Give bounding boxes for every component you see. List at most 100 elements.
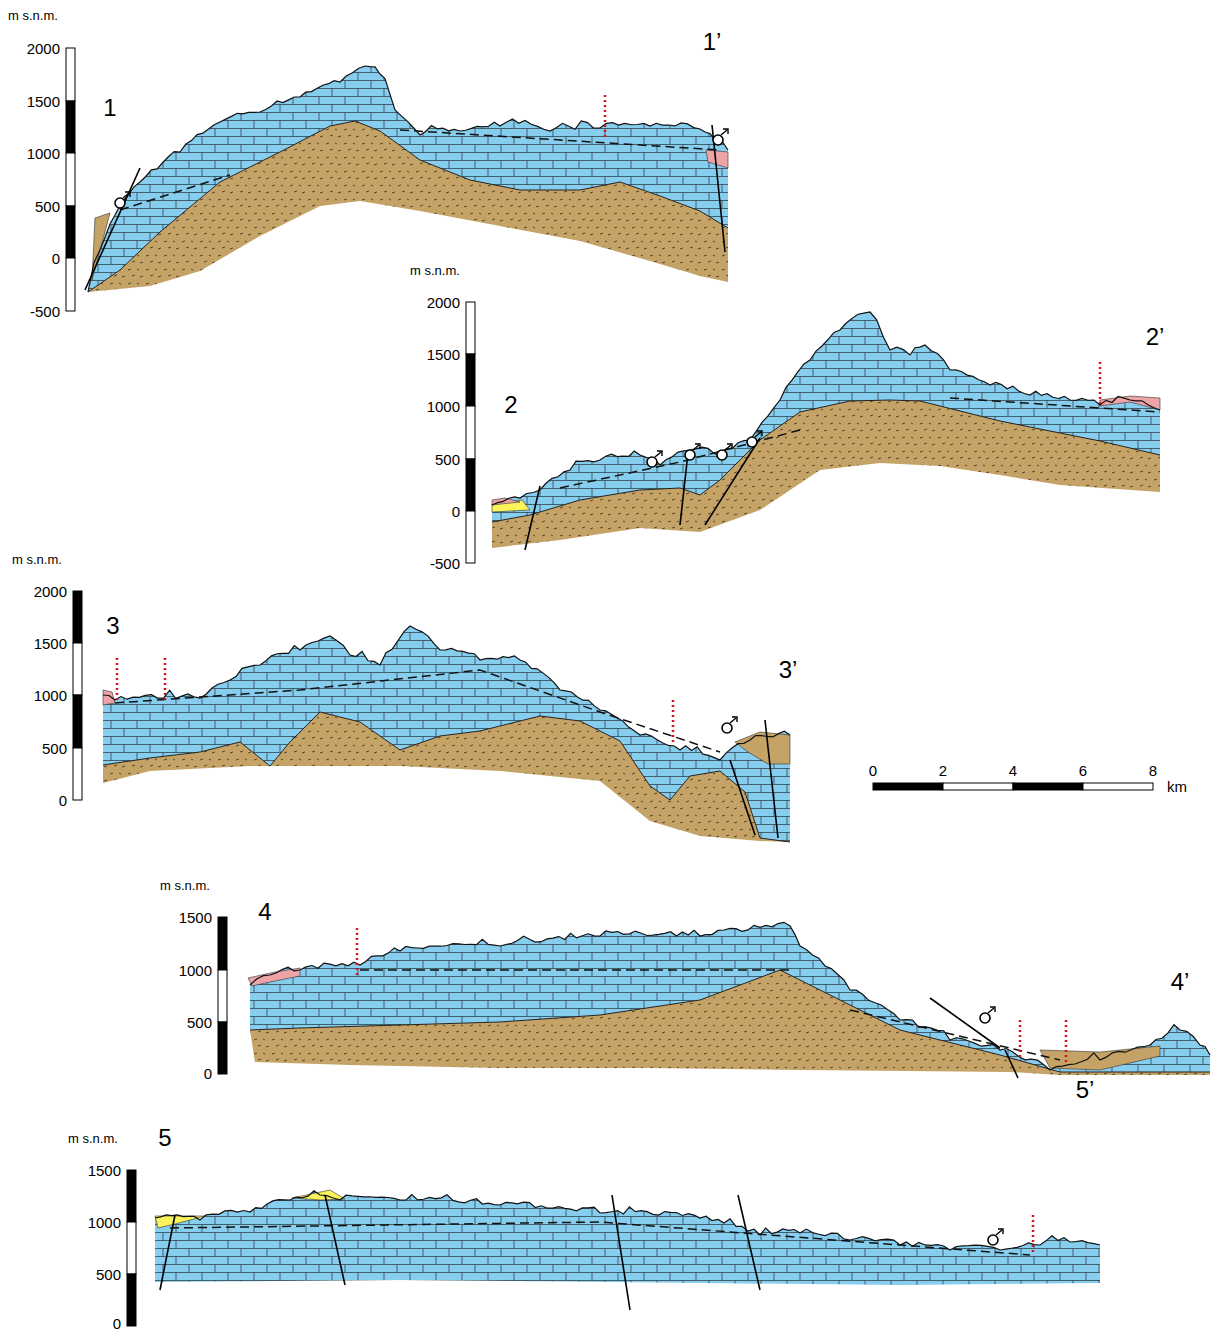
water-table [560,430,800,488]
axis-number: 500 [187,1015,212,1030]
section-5 [155,1190,1100,1310]
fault [85,168,140,290]
topography [155,1191,1100,1250]
water-table [850,1010,1060,1060]
axis-number: 2000 [427,295,460,310]
fault [738,1195,760,1290]
section-4 [248,922,1210,1078]
axis-number: 1000 [34,688,67,703]
water-table [120,175,230,210]
section-label: 2 [504,393,517,417]
axis-number: -500 [430,556,460,571]
fault [525,486,540,550]
fault [612,1195,630,1310]
axis-number: 1000 [179,963,212,978]
cover-deposit [103,690,115,705]
scale-bar [873,783,1153,790]
water-table [360,969,790,971]
spring-symbol [722,717,737,733]
axis-number: 6 [1079,763,1087,778]
section-3 [103,626,790,842]
axis-unit: m s.n.m. [160,879,210,892]
axis-unit: m s.n.m. [68,1132,118,1145]
section-2 [492,312,1160,550]
elevation-bar [73,591,82,800]
elevation-bar [127,1170,136,1326]
axis-unit: m s.n.m. [8,9,58,22]
axis-number: 2000 [34,584,67,599]
topography [492,312,1160,505]
borehole [1099,362,1102,404]
axis-number: 0 [204,1066,212,1081]
spring-symbol [713,129,728,145]
section-label: 1’ [703,30,722,54]
elevation-bar [466,302,475,563]
contact-line [250,970,1210,1072]
contact-line [103,712,790,842]
flysch [492,400,1160,548]
borehole [1032,1215,1035,1255]
fault [930,998,1000,1048]
axis-number: 2000 [27,41,60,56]
axis-number: 1000 [88,1215,121,1230]
axis-number: 1000 [427,399,460,414]
axis-number: 500 [435,452,460,467]
limestone [88,66,728,292]
water-table [950,398,1160,412]
axis-number: 4 [1009,763,1017,778]
cover-deposit [735,732,790,764]
fault [1005,1050,1018,1078]
flysch [250,970,1210,1075]
axis-number: -500 [30,304,60,319]
spring-symbol [988,1229,1003,1245]
axis-number: 0 [59,793,67,808]
section-label: 3’ [779,658,798,682]
axis-number: 0 [452,504,460,519]
fault [705,438,760,525]
spring-symbol [685,444,700,460]
spring-symbol [115,192,130,208]
axis-number: 500 [35,199,60,214]
axis-unit: m s.n.m. [410,264,460,277]
cover-deposit [248,968,300,986]
fault [680,453,688,525]
section-label: 4’ [1171,970,1190,994]
axis-number: km [1167,779,1187,794]
topography [88,66,728,292]
spring-symbol [747,431,762,447]
cover-deposit [492,498,520,505]
spring-symbol [717,444,732,460]
section-label: 5 [158,1126,171,1150]
section-label: 4 [258,900,271,924]
axis-number: 2 [939,763,947,778]
borehole [116,658,119,700]
elevation-bar [66,48,75,311]
water-table [115,670,720,752]
axis-unit: m s.n.m. [12,553,62,566]
fault [325,1195,345,1285]
section-label: 2’ [1146,325,1165,349]
axis-number: 1500 [88,1163,121,1178]
axis-number: 0 [113,1316,121,1331]
borehole [356,928,359,975]
cover-deposit [706,150,728,168]
fault [160,1215,175,1290]
borehole [1065,1020,1068,1062]
water-table [400,130,720,150]
limestone [155,1191,1100,1285]
flysch [103,712,790,842]
axis-number: 500 [96,1267,121,1282]
axis-number: 1500 [427,347,460,362]
borehole [672,700,675,745]
topography [250,922,1210,1070]
fault [765,720,778,838]
axis-number: 1500 [34,636,67,651]
elevation-bar [218,917,227,1074]
section-label: 5’ [1076,1078,1095,1102]
section-label: 1 [103,96,116,120]
limestone [103,626,790,842]
water-table [170,1222,1030,1255]
axis-number: 0 [869,763,877,778]
section-label: 3 [106,614,119,638]
